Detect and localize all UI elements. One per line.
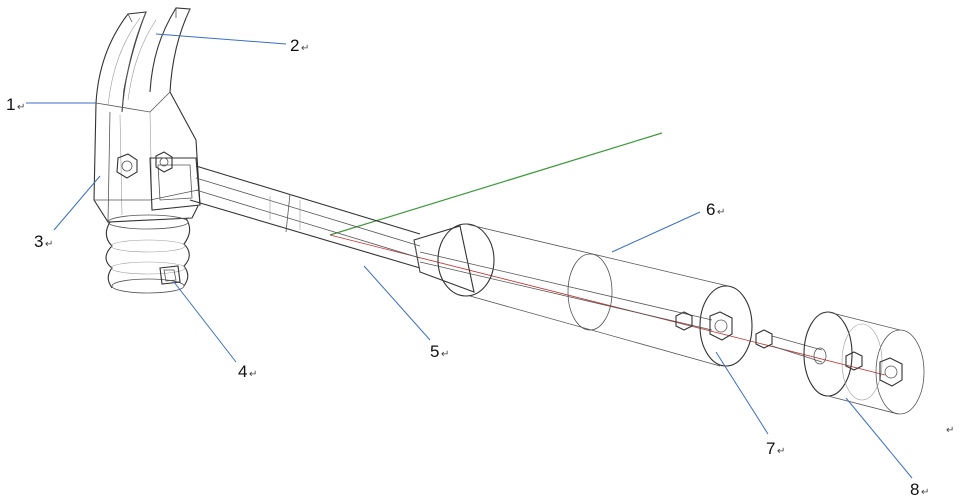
callout-label-6: 6 (706, 200, 715, 219)
coupling-parts (755, 329, 827, 365)
callout-label-4: 4 (238, 362, 247, 381)
callout-mark-4: ↵ (249, 369, 257, 380)
callout-label-2: 2 (290, 36, 299, 55)
callout-label-5: 5 (430, 342, 439, 361)
callout-label-7: 7 (766, 439, 775, 458)
leader-2 (155, 33, 287, 45)
callout-mark-8: ↵ (921, 487, 929, 498)
end-cap-cylinder (803, 311, 925, 415)
callout-label-1: 1 (6, 95, 15, 114)
callout-mark-2: ↵ (301, 43, 309, 54)
callout-mark-5: ↵ (441, 349, 449, 360)
stray-paragraph-mark: ↵ (946, 425, 954, 436)
callout-mark-3: ↵ (45, 239, 53, 250)
green-axis-line (329, 132, 663, 236)
callout-label-8: 8 (910, 480, 919, 499)
red-axis-line (329, 234, 886, 376)
leader-8 (845, 397, 913, 479)
callout-label-3: 3 (34, 232, 43, 251)
leader-5 (363, 265, 431, 341)
leader-7 (715, 351, 769, 435)
hammer-head (93, 7, 201, 294)
callout-mark-1: ↵ (17, 102, 25, 113)
leader-4 (173, 281, 237, 363)
callout-mark-7: ↵ (777, 446, 785, 457)
leader-3 (53, 175, 101, 231)
leader-6 (611, 211, 701, 253)
sleeve-cylinder (419, 223, 753, 367)
callout-mark-6: ↵ (717, 207, 725, 218)
